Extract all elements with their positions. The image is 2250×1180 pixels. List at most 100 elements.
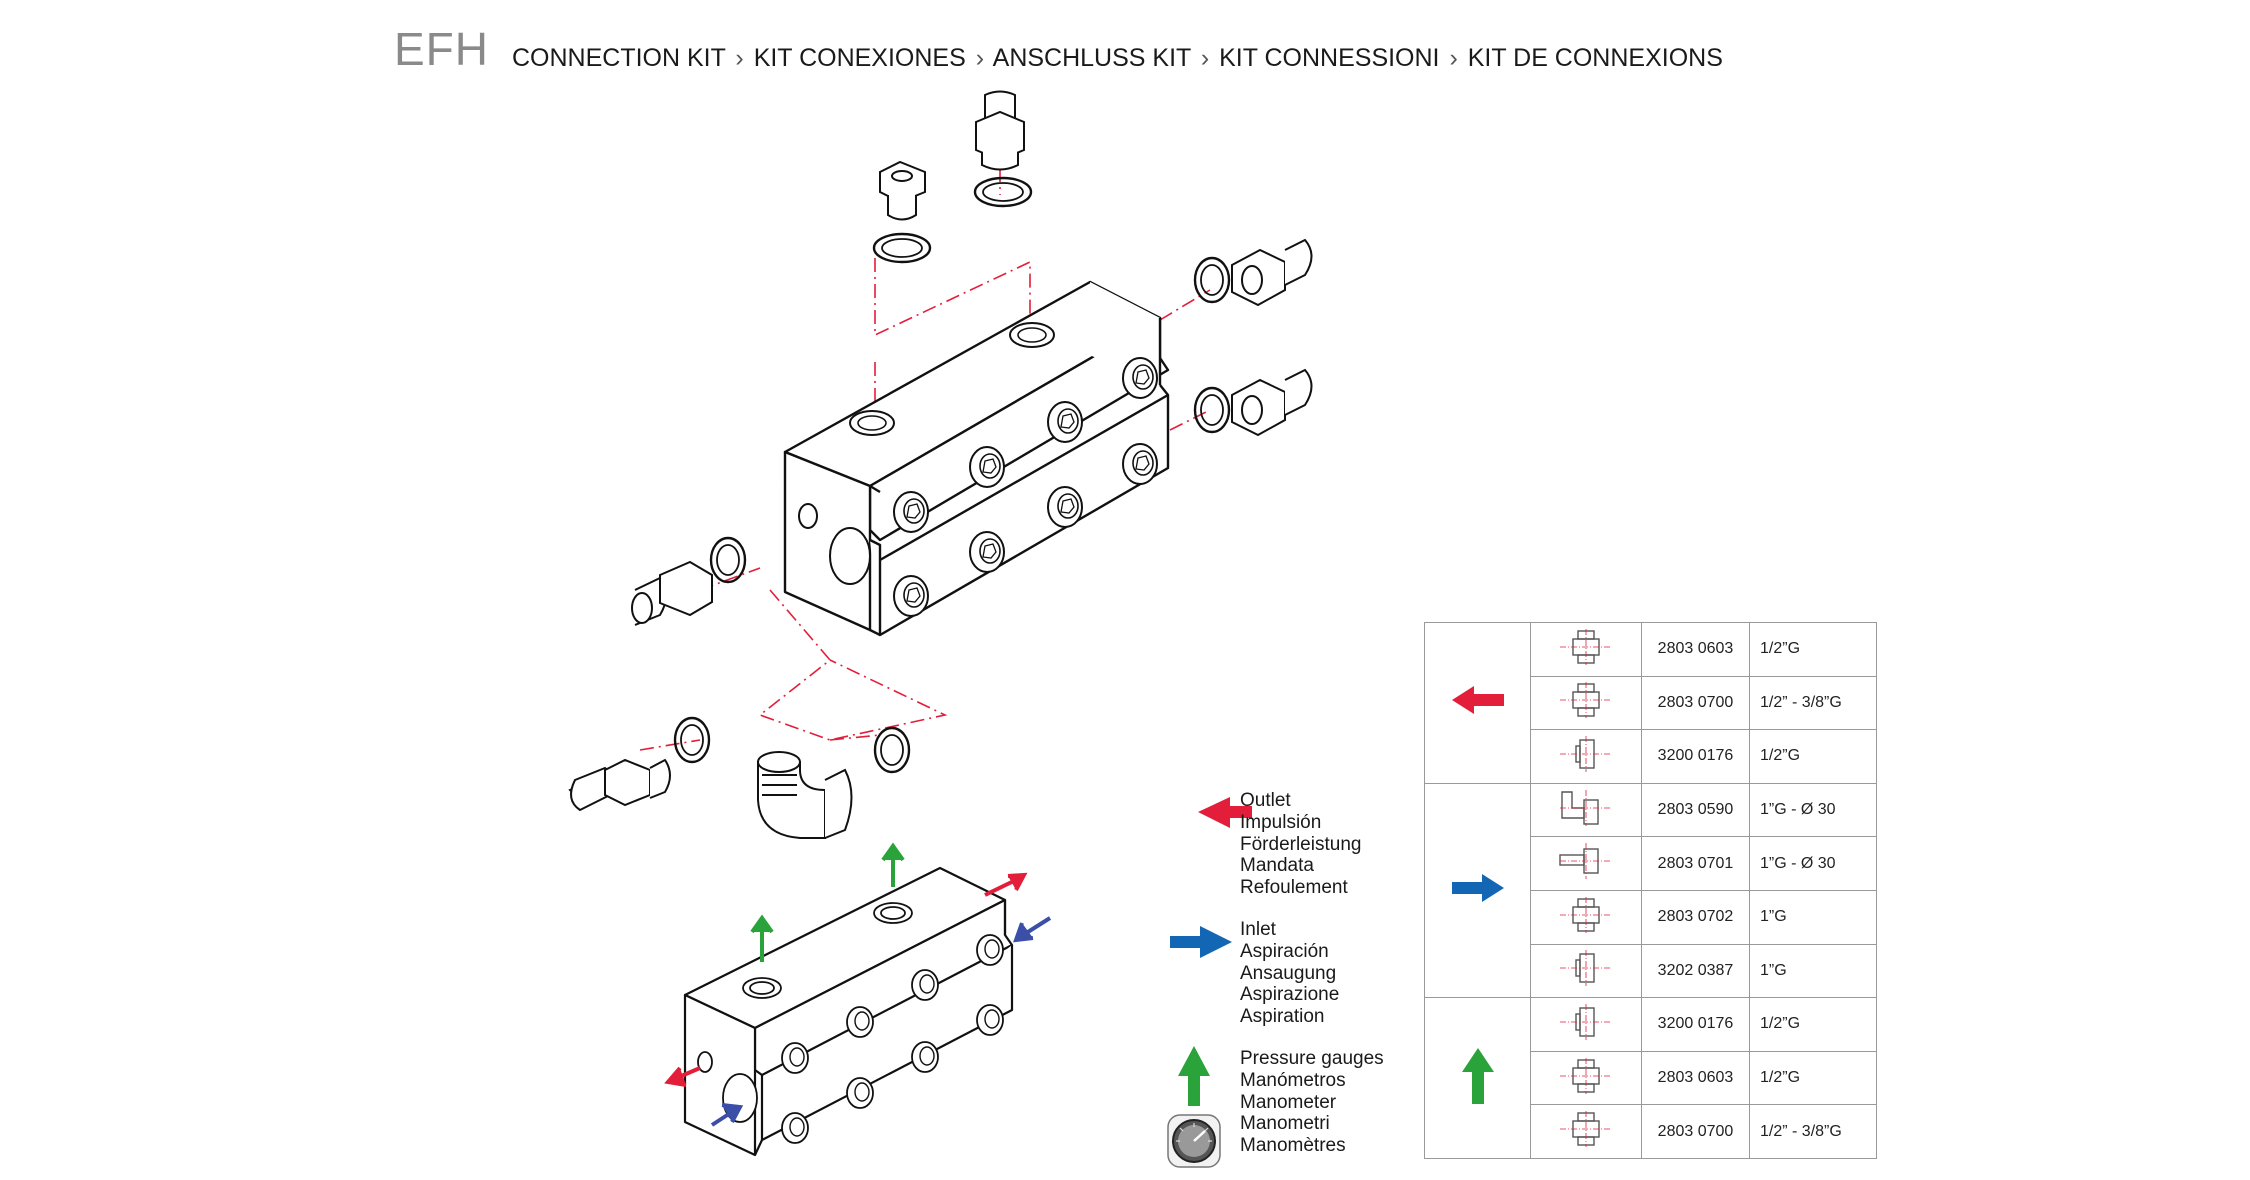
top-gasket-right [973,176,1033,208]
part-size: 1/2” - 3/8”G [1749,1104,1877,1159]
title-separator: › [975,44,985,72]
union-fitting-icon [1560,1111,1612,1148]
elbow-fitting [757,751,853,839]
legend-line: Aspiration [1240,1006,1325,1028]
right-gasket-lower [1193,386,1231,434]
right-gasket-upper [1193,256,1231,304]
fitting-symbol-cell [1530,782,1642,838]
union-fitting-icon [1560,896,1612,933]
legend-line: Förderleistung [1240,833,1362,855]
manifold-top-ports [849,322,1055,436]
part-code: 2803 0700 [1641,675,1750,731]
hose-barb-fitting [568,758,671,812]
legend-gauges: Pressure gauges Manómetros Manometer Man… [1240,1048,1384,1157]
legend-line: Manometri [1240,1113,1330,1135]
group-arrow-cell [1424,622,1531,784]
group-arrow-cell [1424,997,1531,1159]
union-fitting-icon [1560,1057,1612,1094]
legend-line: Outlet [1240,790,1291,811]
fitting-symbol-cell [1530,622,1642,677]
fitting-symbol-cell [1530,1050,1642,1106]
legend-line: Inlet [1240,919,1276,940]
part-code: 3202 0387 [1641,943,1750,999]
bottom-gasket-left [673,716,711,764]
legend-line: Pressure gauges [1240,1048,1384,1069]
fitting-symbol-cell [1530,729,1642,784]
fitting-symbol-cell [1530,836,1642,891]
left-union-fitting [631,560,713,626]
part-size: 1”G - Ø 30 [1749,782,1877,838]
title-part-fr: KIT DE CONNEXIONS [1467,44,1723,72]
fitting-symbol-cell [1530,889,1642,945]
fitting-symbol-cell [1530,997,1642,1052]
part-size: 1/2”G [1749,729,1877,784]
manifold-front-ports [798,503,871,585]
plug-fitting-icon [1560,950,1612,987]
part-size: 1”G - Ø 30 [1749,836,1877,891]
part-code: 2803 0701 [1641,836,1750,891]
pressure-gauge-icon [1167,1114,1221,1168]
top-gasket-left [872,232,932,264]
arrow-up-icon [881,842,905,887]
top-union-fitting [975,90,1025,171]
elbow-fitting-icon [1560,789,1612,826]
title-separator: › [1449,44,1458,72]
title-part-it: KIT CONNESSIONI [1219,44,1440,72]
legend-line: Manómetros [1240,1069,1346,1091]
part-size: 1/2”G [1749,1050,1877,1106]
right-union-lower [1231,368,1313,437]
legend-line: Impulsión [1240,811,1322,833]
title-part-de: ANSCHLUSS KIT [992,44,1191,72]
title-separator: › [1200,44,1210,72]
right-union-upper [1231,238,1313,307]
flow-arrows [664,842,1052,1127]
title-part-en: CONNECTION KIT [512,44,726,72]
legend-inlet: Inlet Aspiración Ansaugung Aspirazione A… [1240,919,1339,1028]
bottom-gasket-right [873,726,911,774]
arrow-right-icon [1451,873,1504,902]
page-title: CONNECTION KIT › KIT CONEXIONES › ANSCHL… [512,44,1723,73]
part-code: 2803 0590 [1641,782,1750,838]
legend-inlet-arrow [1170,926,1232,958]
plug-fitting-icon [1560,735,1612,772]
title-separator: › [735,44,744,72]
group-arrow-cell [1424,782,1531,999]
part-size: 1/2”G [1749,622,1877,677]
left-gasket [709,536,747,584]
part-size: 1”G [1749,943,1877,999]
product-code: EFH [394,23,489,75]
legend-line: Aspiración [1240,940,1329,962]
arrow-left-icon [664,1066,701,1087]
part-size: 1/2” - 3/8”G [1749,675,1877,731]
part-code: 3200 0176 [1641,997,1750,1052]
arrow-left-icon [1451,686,1504,715]
fitting-symbol-cell [1530,1104,1642,1159]
union-fitting-icon [1560,628,1612,665]
part-size: 1”G [1749,889,1877,945]
legend-outlet-arrow [1198,797,1252,828]
part-code: 2803 0700 [1641,1104,1750,1159]
legend-line: Aspirazione [1240,984,1340,1006]
plug-fitting-icon [1560,1003,1612,1040]
hose-fitting-icon [1559,843,1612,880]
union-fitting-icon [1560,682,1612,719]
part-size: 1/2”G [1749,997,1877,1052]
arrow-left-icon [1013,916,1052,943]
legend-gauges-arrow [1178,1046,1210,1106]
legend-line: Ansaugung [1240,962,1337,984]
arrow-right-icon [984,872,1028,897]
top-plug-fitting [879,160,926,221]
part-code: 2803 0603 [1641,622,1750,677]
arrow-up-icon [1461,1047,1494,1104]
title-part-es: KIT CONEXIONES [753,44,966,72]
legend-outlet: Outlet Impulsión Förderleistung Mandata … [1240,790,1361,899]
